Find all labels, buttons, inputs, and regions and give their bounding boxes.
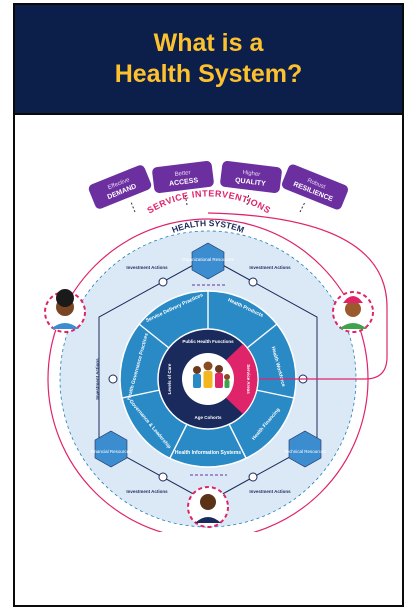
investment-actions-top-right: Investment Actions	[249, 265, 291, 270]
resource-technical: Technical Resources	[284, 430, 327, 468]
investment-actions-bottom-left: Investment Actions	[126, 489, 168, 494]
service-interventions-label: SERVICE INTERVENTIONS	[145, 188, 272, 215]
title-banner: What is a Health System?	[15, 5, 402, 115]
levels-of-care-label: Levels of Care	[167, 363, 172, 394]
family-illustration	[193, 361, 230, 388]
resource-organizational: Organizational Resources	[182, 242, 235, 280]
outcome-quality-small: Higher	[242, 170, 260, 178]
health-system-diagram: Effective DEMAND Better ACCESS Higher QU…	[15, 157, 402, 532]
infographic-frame: What is a Health System? Effective DEMAN…	[13, 3, 404, 607]
outcome-resilience: Robust RESILIENCE	[281, 164, 349, 210]
outcome-access-label: ACCESS	[169, 177, 199, 188]
title-line-1: What is a	[153, 29, 264, 57]
avatar-right	[332, 291, 374, 333]
outcome-demand: Effective DEMAND	[88, 165, 152, 209]
title-line-2: Health System?	[114, 60, 303, 88]
service-areas-label: Service Areas	[246, 364, 251, 394]
flow-arrows	[190, 284, 227, 476]
service-areas-wedge	[225, 344, 258, 414]
technical-resources-label: Technical Resources	[284, 449, 326, 454]
outcome-access: Better ACCESS	[152, 161, 214, 193]
investment-actions-top-left: Investment Actions	[126, 265, 168, 270]
age-cohorts-label: Age Cohorts	[195, 415, 222, 420]
outcome-tabs: Effective DEMAND Better ACCESS Higher QU…	[88, 161, 349, 210]
resource-financial: Financial Resources	[91, 430, 133, 468]
segment-health-info-systems: Health Information Systems	[175, 450, 241, 456]
avatar-bottom	[187, 486, 229, 528]
financial-resources-label: Financial Resources	[91, 449, 133, 454]
outcome-quality: Higher QUALITY	[220, 161, 282, 193]
feedback-arrow	[207, 212, 388, 380]
organizational-resources-label: Organizational Resources	[182, 257, 235, 262]
outcome-access-small: Better	[174, 170, 191, 178]
outcome-arrows	[130, 192, 306, 213]
public-health-functions-label: Public Health Functions	[182, 339, 234, 344]
ring-dividers	[121, 291, 295, 459]
investment-actions-labels: Investment Actions Investment Actions In…	[95, 265, 291, 494]
outcome-quality-label: QUALITY	[235, 177, 267, 188]
investment-actions-bottom-right: Investment Actions	[249, 489, 291, 494]
investment-actions-left: Investment Actions	[95, 358, 100, 400]
avatar-left	[44, 289, 86, 333]
